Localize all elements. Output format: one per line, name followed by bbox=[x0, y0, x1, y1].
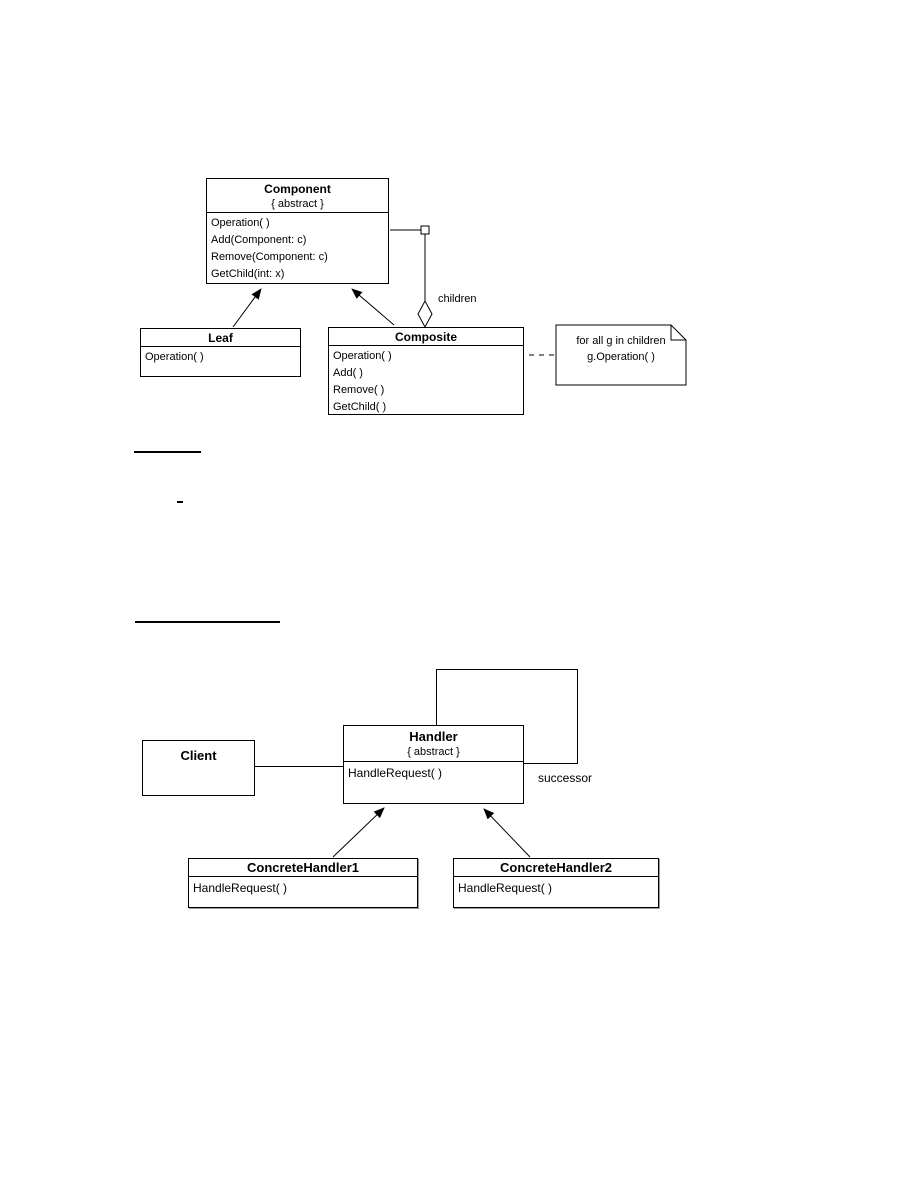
method-item: HandleRequest( ) bbox=[348, 766, 443, 780]
class-header-component: Component { abstract } bbox=[207, 179, 388, 213]
method-item: Operation( ) bbox=[145, 351, 204, 363]
class-header-handler: Handler { abstract } bbox=[344, 726, 523, 762]
method-item: GetChild( ) bbox=[333, 401, 387, 413]
class-title: Leaf bbox=[208, 331, 233, 345]
aggregation-anchor-square-icon bbox=[420, 225, 430, 235]
class-title: Composite bbox=[394, 330, 457, 344]
generalization-arrow-composite bbox=[351, 288, 395, 326]
class-methods: HandleRequest( ) bbox=[454, 877, 658, 897]
class-header-leaf: Leaf bbox=[141, 329, 300, 347]
class-title: Client bbox=[180, 748, 217, 763]
class-methods: Operation( ) Add(Component: c) Remove(Co… bbox=[207, 213, 388, 283]
class-title: ConcreteHandler2 bbox=[500, 860, 612, 875]
class-title: Component bbox=[264, 182, 331, 196]
class-title: ConcreteHandler1 bbox=[247, 860, 359, 875]
note-corner-fold-icon bbox=[670, 325, 686, 341]
class-header-composite: Composite bbox=[329, 328, 523, 346]
class-box-leaf: Leaf Operation( ) bbox=[140, 328, 301, 377]
client-handler-association-line bbox=[255, 766, 343, 767]
class-box-component: Component { abstract } Operation( ) Add(… bbox=[206, 178, 389, 284]
aggregation-role-label: children bbox=[438, 293, 477, 305]
generalization-arrow-concrete2 bbox=[483, 808, 531, 858]
section-heading-rule-2 bbox=[135, 621, 280, 623]
class-stereotype: { abstract } bbox=[407, 746, 460, 758]
class-header-concrete-handler-1: ConcreteHandler1 bbox=[189, 859, 417, 877]
class-stereotype: { abstract } bbox=[271, 198, 324, 210]
class-title: Handler bbox=[409, 729, 458, 744]
class-methods: Operation( ) Add( ) Remove( ) GetChild( … bbox=[329, 346, 523, 416]
list-bullet-dash bbox=[177, 501, 183, 503]
generalization-arrow-concrete1 bbox=[332, 807, 385, 858]
class-methods: Operation( ) bbox=[141, 347, 300, 366]
method-item: Add( ) bbox=[333, 367, 363, 379]
class-methods: HandleRequest( ) bbox=[344, 762, 523, 782]
method-item: HandleRequest( ) bbox=[458, 881, 553, 895]
method-item: Remove(Component: c) bbox=[211, 251, 328, 263]
generalization-arrow-leaf bbox=[232, 288, 262, 328]
aggregation-diamond-icon bbox=[417, 299, 433, 329]
note-line-1: for all g in children bbox=[576, 335, 666, 347]
class-box-handler: Handler { abstract } HandleRequest( ) bbox=[343, 725, 524, 804]
class-methods: HandleRequest( ) bbox=[189, 877, 417, 897]
successor-role-label: successor bbox=[538, 771, 593, 785]
class-box-concrete-handler-2: ConcreteHandler2 HandleRequest( ) bbox=[453, 858, 659, 908]
class-box-composite: Composite Operation( ) Add( ) Remove( ) … bbox=[328, 327, 524, 415]
method-item: HandleRequest( ) bbox=[193, 881, 288, 895]
section-heading-rule-1 bbox=[134, 451, 201, 453]
note-text: for all g in children g.Operation( ) bbox=[556, 333, 686, 365]
note-shape bbox=[555, 324, 687, 386]
note-line-2: g.Operation( ) bbox=[587, 351, 655, 363]
class-header-concrete-handler-2: ConcreteHandler2 bbox=[454, 859, 658, 877]
class-box-concrete-handler-1: ConcreteHandler1 HandleRequest( ) bbox=[188, 858, 418, 908]
method-item: Operation( ) bbox=[211, 217, 270, 229]
method-item: GetChild(int: x) bbox=[211, 268, 285, 280]
method-item: Operation( ) bbox=[333, 350, 392, 362]
method-item: Add(Component: c) bbox=[211, 234, 307, 246]
method-item: Remove( ) bbox=[333, 384, 385, 396]
class-box-client: Client bbox=[142, 740, 255, 796]
